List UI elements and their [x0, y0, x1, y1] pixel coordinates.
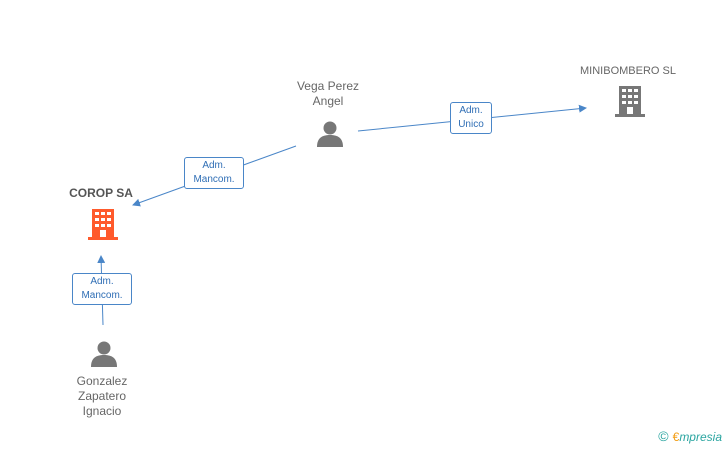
edge-label-adm-mancom-gonzalez[interactable]: Adm. Mancom.	[72, 273, 132, 305]
person-icon	[317, 121, 343, 147]
person-name-line2: Angel	[312, 94, 344, 108]
node-vega-perez-angel[interactable]: Vega Perez Angel	[280, 79, 376, 109]
edge-label-line2: Mancom.	[81, 290, 123, 301]
company-name: MINIBOMBERO SL	[580, 65, 676, 77]
edge-label-line2: Unico	[458, 119, 484, 130]
node-minibombero-sl[interactable]: MINIBOMBERO SL	[570, 64, 686, 79]
edge-label-adm-mancom-vega[interactable]: Adm. Mancom.	[184, 157, 244, 189]
company-name: COROP SA	[69, 186, 133, 200]
edge-label-line2: Mancom.	[193, 174, 235, 185]
edge-label-line1: Adm.	[90, 276, 114, 287]
brand-initial: €	[672, 430, 680, 444]
node-gonzalez-zapatero-ignacio[interactable]: Gonzalez Zapatero Ignacio	[54, 374, 150, 419]
person-name-line2: Zapatero	[77, 389, 127, 403]
building-icon	[88, 209, 118, 240]
person-name-line1: Vega Perez	[296, 79, 360, 93]
brand-name: mpresia	[679, 430, 722, 444]
person-icon	[91, 341, 117, 367]
person-name-line1: Gonzalez	[76, 374, 128, 388]
edge-label-adm-unico[interactable]: Adm. Unico	[450, 102, 492, 134]
edge-label-line1: Adm.	[202, 160, 226, 171]
node-corop-sa[interactable]: COROP SA	[52, 186, 150, 201]
building-icon	[615, 86, 645, 117]
person-name-line3: Ignacio	[82, 404, 122, 418]
brand-logo: ©€mpresia	[658, 428, 722, 444]
copyright-symbol: ©	[658, 428, 669, 444]
edge-label-line1: Adm.	[459, 105, 483, 116]
